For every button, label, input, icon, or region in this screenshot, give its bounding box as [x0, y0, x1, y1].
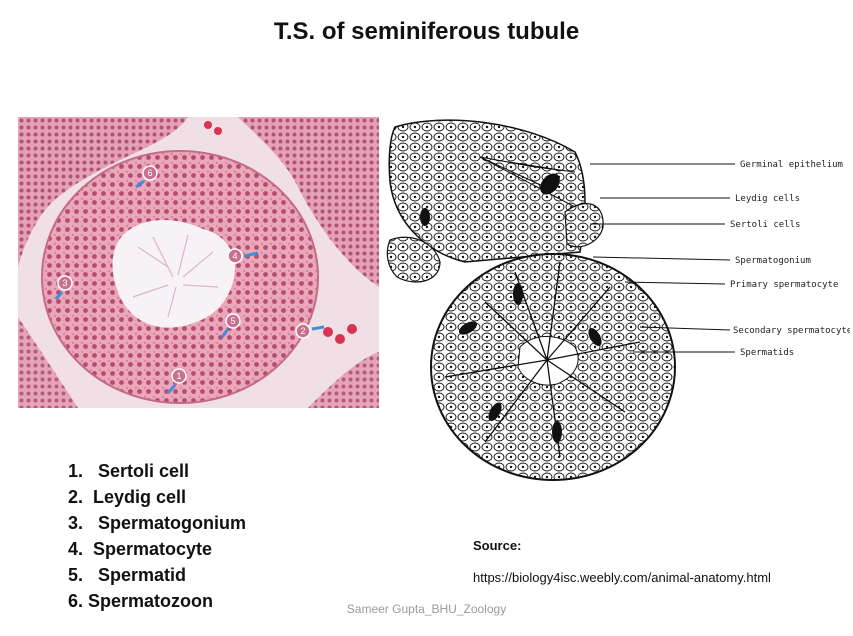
footer-credit: Sameer Gupta_BHU_Zoology: [346, 602, 507, 616]
label-spermatids: Spermatids: [740, 348, 794, 358]
legend-list: 1. Sertoli cell 2. Leydig cell 3. Sperma…: [68, 458, 246, 614]
legend-item-spermatid: 5. Spermatid: [68, 565, 187, 585]
legend-item-sertoli-cell: 1. Sertoli cell: [68, 461, 190, 481]
svg-text:Leydig cells: Leydig cells: [735, 194, 800, 204]
svg-text:Spermatogonium: Spermatogonium: [735, 256, 811, 266]
label-primary-spermatocyte: Primary spermatocyte: [730, 280, 838, 290]
svg-text:Germinal epithelium: Germinal epithelium: [740, 160, 843, 170]
legend-item-spermatogonium: 3. Spermatogonium: [68, 513, 247, 533]
micrograph-marker-6: 6: [135, 165, 158, 189]
micrograph-image: 6 4 3 5 2 1: [18, 117, 379, 408]
source-url: https://biology4isc.weebly.com/animal-an…: [473, 570, 771, 585]
svg-text:Sertoli cells: Sertoli cells: [730, 220, 800, 230]
svg-text:Spermatids: Spermatids: [740, 348, 794, 358]
svg-text:3: 3: [62, 278, 67, 288]
tubule-line-drawing: Germinal epithelium Leydig cells Sertoli…: [386, 119, 850, 481]
svg-text:5: 5: [230, 316, 235, 326]
micrograph-marker-5: 5: [220, 313, 241, 338]
legend-item-spermatozoon: 6. Spermatozoon: [68, 591, 214, 611]
label-germinal-epithelium: Germinal epithelium: [740, 160, 843, 170]
legend-item-leydig-cell: 2. Leydig cell: [68, 487, 187, 507]
micrograph-marker-1: 1: [166, 368, 187, 394]
micrograph-marker-3: 3: [54, 275, 73, 300]
svg-text:Secondary spermatocyte: Secondary spermatocyte: [733, 326, 850, 336]
svg-text:Primary spermatocyte: Primary spermatocyte: [730, 280, 838, 290]
micrograph-marker-2: 2: [295, 323, 325, 339]
svg-text:1: 1: [176, 371, 181, 381]
source-label: Source:: [473, 538, 522, 553]
svg-text:6: 6: [147, 168, 152, 178]
legend-item-spermatocyte: 4. Spermatocyte: [68, 539, 213, 559]
label-leydig-cells: Leydig cells: [735, 194, 800, 204]
svg-text:2: 2: [300, 326, 305, 336]
micrograph-marker-4: 4: [227, 248, 259, 264]
label-secondary-spermatocyte: Secondary spermatocyte: [733, 326, 850, 336]
svg-text:4: 4: [232, 251, 237, 261]
label-sertoli-cells: Sertoli cells: [730, 220, 800, 230]
label-spermatogonium: Spermatogonium: [735, 256, 811, 266]
page-title: T.S. of seminiferous tubule: [273, 18, 580, 45]
